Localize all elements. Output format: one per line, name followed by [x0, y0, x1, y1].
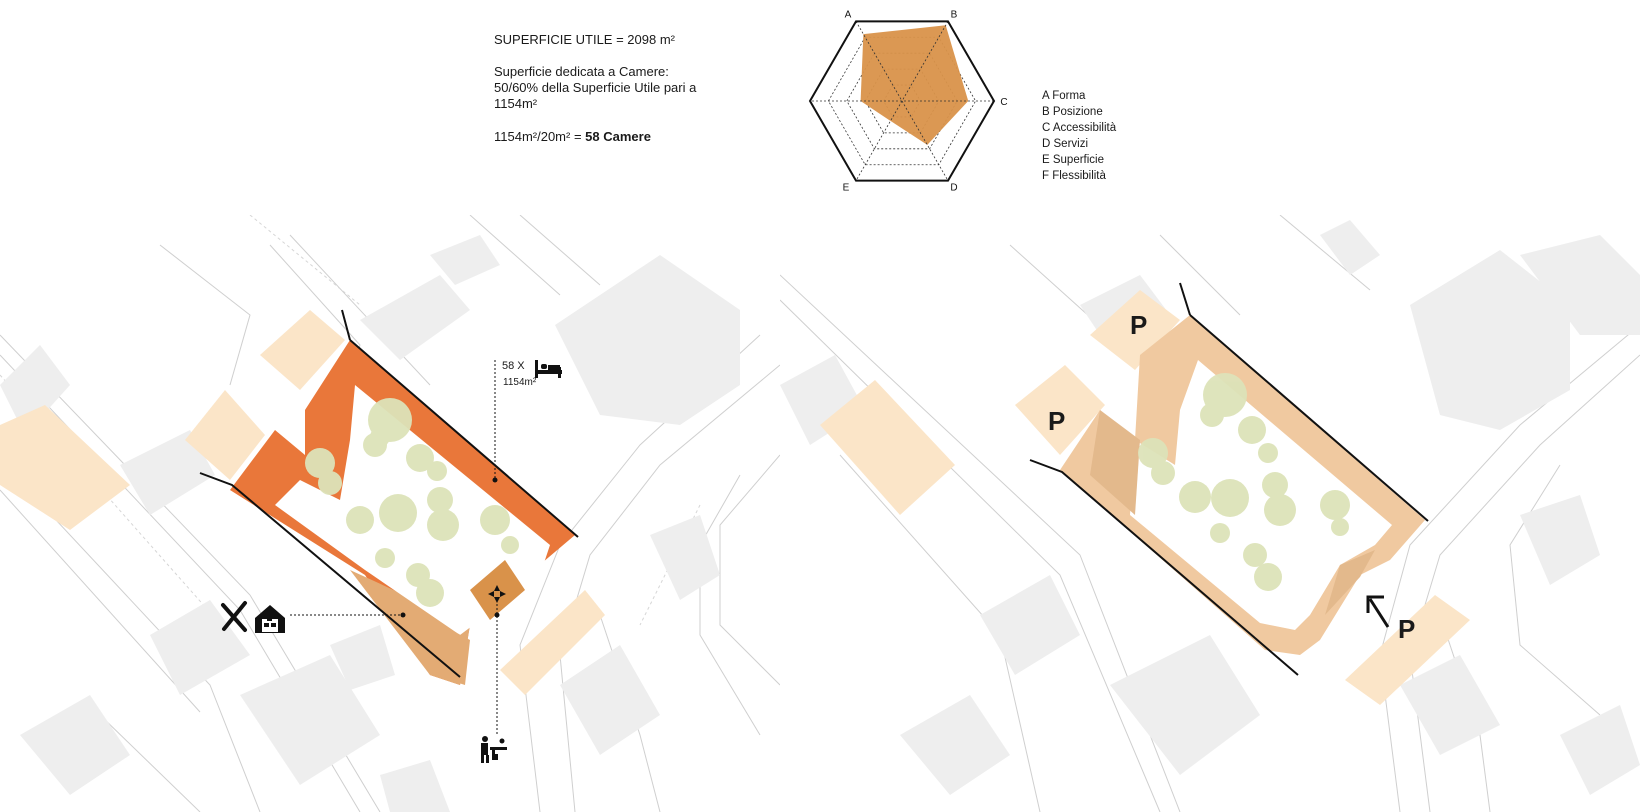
- bed-icon: [535, 360, 562, 378]
- parking-label-1: P: [1130, 310, 1148, 340]
- rooms-calculation: 1154m²/20m² = 58 Camere: [494, 129, 651, 145]
- reception-icon: [481, 736, 507, 763]
- radar-axis-label-b: B: [951, 9, 958, 20]
- right-trees: [1138, 373, 1350, 591]
- left-edge-lines: [199, 309, 579, 678]
- dedicated-line-2: 50/60% della Superficie Utile pari a: [494, 80, 697, 95]
- radar-chart: ABCDEF: [808, 9, 1008, 194]
- left-leader-dots: [400, 477, 500, 618]
- left-leader-lines: [290, 360, 498, 735]
- dedicated-line-1: Superficie dedicata a Camere:: [494, 64, 669, 79]
- legend-item-a: A Forma: [1042, 90, 1086, 102]
- rooms-count-label: 58 X: [502, 360, 525, 372]
- radar-labels: ABCDEF: [843, 9, 1008, 194]
- right-edge-lines: [1029, 282, 1429, 676]
- compass-icon: [488, 585, 506, 603]
- left-tan-wing: [358, 580, 470, 685]
- right-site-plan: [780, 215, 1640, 812]
- radar-axis-label-d: D: [950, 183, 957, 194]
- legend-item-c: C Accessibilità: [1042, 122, 1117, 134]
- calc-result: 58 Camere: [585, 129, 651, 144]
- radar-outer-hexagon: [808, 20, 996, 182]
- left-trees: [305, 398, 519, 607]
- left-neighbor-buildings: [0, 235, 740, 812]
- radar-axis-label-a: A: [845, 9, 852, 20]
- legend-item-b: B Posizione: [1042, 106, 1103, 118]
- right-peach-buildings: [820, 290, 1470, 705]
- legend-item-f: F Flessibilità: [1042, 170, 1106, 182]
- radar-legend: A Forma B Posizione C Accessibilità D Se…: [1042, 88, 1116, 184]
- dedicated-area-text: Superficie dedicata a Camere: 50/60% del…: [494, 64, 696, 112]
- calc-prefix: 1154m²/20m² =: [494, 129, 586, 144]
- storage-icon: [255, 605, 285, 633]
- left-peach-buildings: [0, 310, 605, 695]
- rooms-area-label: 1154m²: [503, 377, 537, 388]
- right-courtyard: [1130, 360, 1392, 630]
- legend-item-d: D Servizi: [1042, 138, 1089, 150]
- radar-value-polygon: [860, 25, 969, 145]
- radar-axes: [810, 21, 994, 181]
- parking-label-3: P: [1398, 614, 1416, 644]
- radar-axis-label-e: E: [843, 183, 850, 194]
- left-site-plan: [0, 215, 780, 812]
- radar-axis-label-c: C: [1000, 97, 1007, 108]
- parking-label-2: P: [1048, 406, 1066, 436]
- superficie-utile-text: SUPERFICIE UTILE = 2098 m²: [494, 32, 675, 47]
- legend-item-e: E Superficie: [1042, 154, 1105, 166]
- restaurant-icon: [221, 601, 247, 632]
- right-darker-blocks: [1090, 410, 1375, 615]
- dedicated-line-3: 1154m²: [494, 96, 538, 111]
- entrance-arrow-icon: [1366, 595, 1390, 628]
